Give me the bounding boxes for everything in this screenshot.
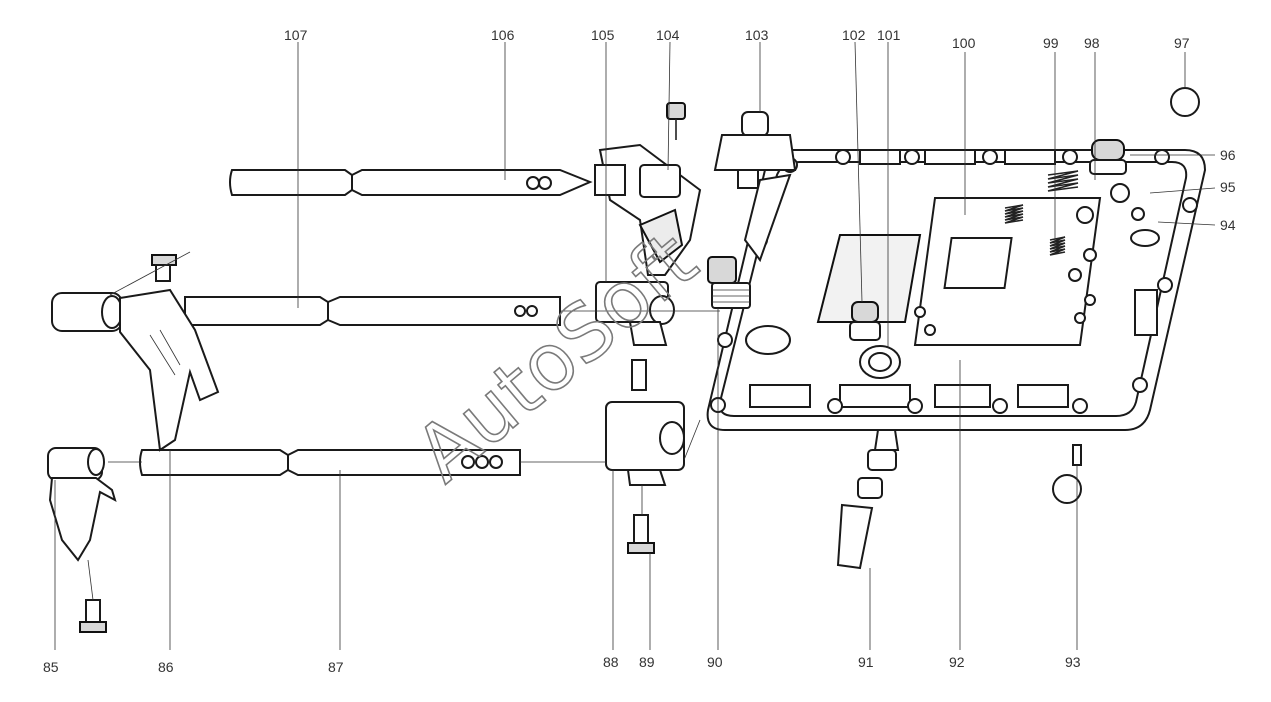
- shift-shaft-107: [184, 296, 561, 326]
- label-91: 91: [858, 654, 874, 670]
- sensor-101-washer: [859, 345, 901, 379]
- label-104: 104: [656, 27, 680, 43]
- callout-labels: 107 106 105 104 103 102 101 100 99 98 97…: [43, 27, 1236, 675]
- washer-90: [745, 325, 791, 355]
- interlock-103: [713, 111, 797, 263]
- label-87: 87: [328, 659, 344, 675]
- label-89: 89: [639, 654, 655, 670]
- label-97: 97: [1174, 35, 1190, 51]
- leader-lines: [54, 41, 1216, 650]
- shift-fork-85: [47, 447, 117, 562]
- plug-90: [707, 256, 751, 309]
- label-86: 86: [158, 659, 174, 675]
- bolt-104-top: [666, 102, 686, 140]
- label-101: 101: [877, 27, 901, 43]
- selector-block-88: [605, 401, 685, 486]
- balls: [1068, 183, 1160, 282]
- label-105: 105: [591, 27, 615, 43]
- cover-ribs: [749, 149, 1158, 408]
- label-96: 96: [1220, 147, 1236, 163]
- shift-fork-86: [51, 288, 220, 452]
- label-98: 98: [1084, 35, 1100, 51]
- screw-86-top: [151, 254, 177, 282]
- shift-shaft-87: [139, 449, 521, 476]
- ball-93: [1052, 444, 1082, 504]
- sensor-96: [1089, 139, 1127, 175]
- label-94: 94: [1220, 217, 1236, 233]
- screw-89: [627, 514, 655, 554]
- label-100: 100: [952, 35, 976, 51]
- ball-97: [1170, 87, 1200, 117]
- label-106: 106: [491, 27, 515, 43]
- label-95: 95: [1220, 179, 1236, 195]
- label-99: 99: [1043, 35, 1059, 51]
- side-window: [816, 234, 922, 323]
- shift-shaft-106: [229, 169, 593, 196]
- label-93: 93: [1065, 654, 1081, 670]
- selector-block-105: [595, 281, 675, 391]
- label-85: 85: [43, 659, 59, 675]
- inner-plate-window: [943, 237, 1013, 289]
- label-88: 88: [603, 654, 619, 670]
- label-102: 102: [842, 27, 866, 43]
- label-92: 92: [949, 654, 965, 670]
- screw-85: [79, 599, 107, 633]
- detent-91: [836, 429, 900, 570]
- sensor-102: [849, 301, 881, 341]
- shift-lever-104: [594, 143, 702, 276]
- label-103: 103: [745, 27, 769, 43]
- springs: [1004, 170, 1079, 256]
- label-90: 90: [707, 654, 723, 670]
- label-107: 107: [284, 27, 308, 43]
